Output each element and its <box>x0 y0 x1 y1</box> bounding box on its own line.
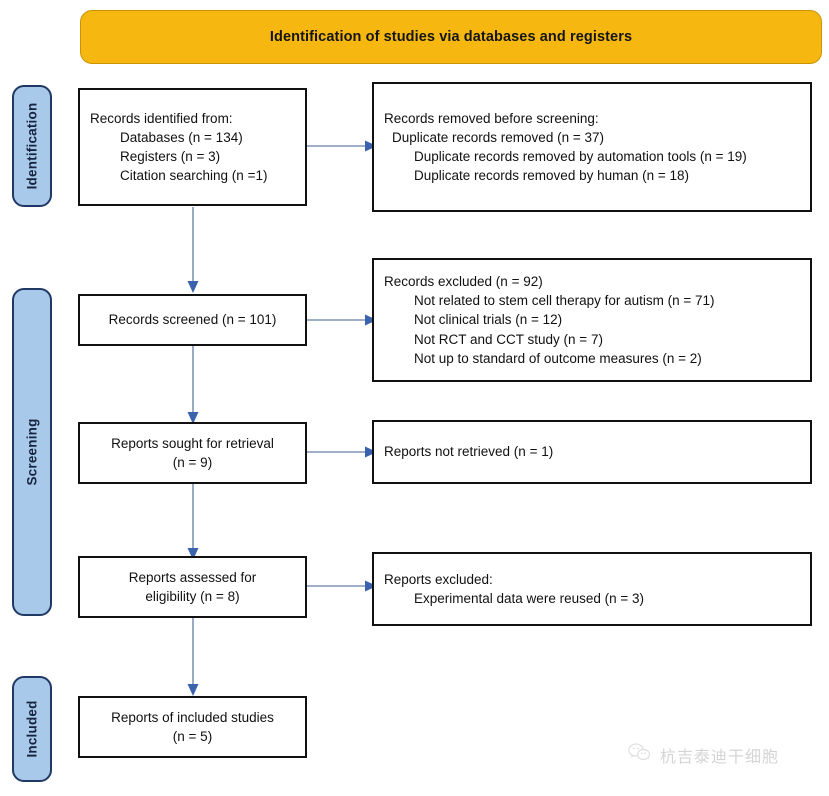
box-line: Not up to standard of outcome measures (… <box>414 350 702 366</box>
stage-label-screening: Screening <box>24 418 40 486</box>
records-removed-box: Records removed before screening: Duplic… <box>372 82 812 212</box>
box-line: Citation searching (n =1) <box>120 168 268 184</box>
arrow-identified-to-screened <box>185 207 201 295</box>
box-line: eligibility (n = 8) <box>145 589 240 604</box>
box-line: Registers (n = 3) <box>120 149 221 164</box>
reports-assessed-box: Reports assessed for eligibility (n = 8) <box>78 556 307 618</box>
diagram-title-banner: Identification of studies via databases … <box>80 10 822 64</box>
box-line: Experimental data were reused (n = 3) <box>414 591 644 606</box>
box-line: Records identified from: <box>90 110 233 126</box>
box-line: Reports excluded: <box>384 571 493 587</box>
box-line: (n = 5) <box>172 729 213 744</box>
box-line: Duplicate records removed by automation … <box>414 149 747 164</box>
box-line: Duplicate records removed (n = 37) <box>392 129 604 145</box>
box-line: Reports assessed for <box>128 569 257 585</box>
box-line: Not RCT and CCT study (n = 7) <box>414 331 603 347</box>
reports-included-box: Reports of included studies (n = 5) <box>78 696 307 758</box>
diagram-title: Identification of studies via databases … <box>269 29 633 45</box>
arrow-identified-to-removed <box>307 138 379 154</box>
box-line: (n = 9) <box>172 455 213 470</box>
reports-excluded-box: Reports excluded: Experimental data were… <box>372 552 812 626</box>
box-line: Reports not retrieved (n = 1) <box>384 444 554 460</box>
reports-sought-box: Reports sought for retrieval (n = 9) <box>78 422 307 484</box>
records-identified-box: Records identified from: Databases (n = … <box>78 88 307 206</box>
watermark: 杭吉泰迪干细胞 <box>628 742 779 767</box>
stage-label-identification: Identification <box>24 102 40 190</box>
arrow-assessed-to-included <box>185 618 201 698</box>
arrow-assessed-to-reports-excluded <box>307 578 379 594</box>
arrow-screened-to-sought <box>185 346 201 426</box>
watermark-text: 杭吉泰迪干细胞 <box>660 746 780 766</box>
arrow-sought-to-assessed <box>185 484 201 562</box>
box-line: Records excluded (n = 92) <box>384 274 543 290</box>
box-line: Not related to stem cell therapy for aut… <box>414 293 715 309</box>
box-line: Not clinical trials (n = 12) <box>414 312 563 328</box>
wechat-icon <box>628 742 652 767</box>
stage-bar-identification: Identification <box>12 85 52 207</box>
box-line: Reports of included studies <box>111 709 274 725</box>
stage-bar-screening: Screening <box>12 288 52 616</box>
box-line: Duplicate records removed by human (n = … <box>414 168 690 184</box>
records-excluded-box: Records excluded (n = 92) Not related to… <box>372 258 812 382</box>
box-line: Reports sought for retrieval <box>111 435 274 451</box>
stage-label-included: Included <box>24 700 40 758</box>
arrow-screened-to-excluded <box>307 312 379 328</box>
box-line: Databases (n = 134) <box>120 129 243 145</box>
records-screened-box: Records screened (n = 101) <box>78 294 307 346</box>
stage-bar-included: Included <box>12 676 52 782</box>
reports-not-retrieved-box: Reports not retrieved (n = 1) <box>372 420 812 484</box>
box-line: Records removed before screening: <box>384 110 599 126</box>
arrow-sought-to-not-retrieved <box>307 444 379 460</box>
box-line: Records screened (n = 101) <box>108 312 277 328</box>
